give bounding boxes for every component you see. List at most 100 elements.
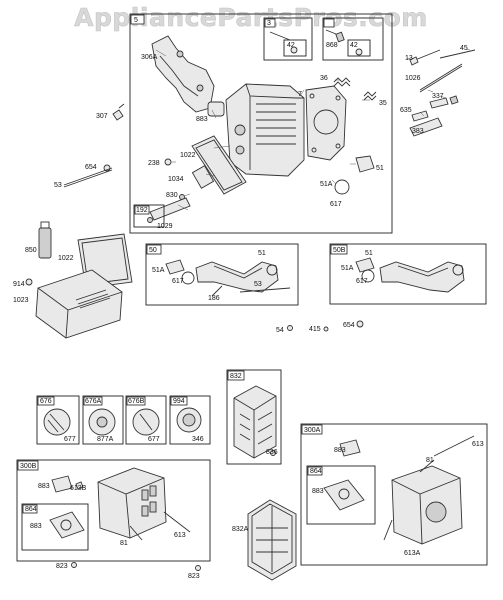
exhaust-manifold-icon	[379, 261, 465, 293]
o-ring-icon	[334, 179, 350, 195]
head-assembly-box	[129, 13, 393, 234]
svg-text:383: 383	[412, 128, 424, 135]
svg-text:54: 54	[276, 327, 284, 334]
svg-text:300B: 300B	[20, 463, 37, 470]
gasket-kit-864-box	[306, 465, 376, 525]
svg-text:677: 677	[148, 436, 160, 443]
gasket-icon	[165, 259, 185, 275]
guard-832-group: 832 836	[226, 369, 282, 465]
svg-text:3: 3	[267, 20, 271, 27]
deflector-994-box	[169, 395, 211, 445]
valve-keeper-icon	[269, 29, 363, 56]
svg-text:654: 654	[85, 164, 97, 171]
muffler-icon	[391, 465, 463, 545]
gasket-icon	[49, 511, 85, 539]
svg-text:883: 883	[30, 523, 42, 530]
gasket-icon	[323, 479, 365, 511]
muffler-icon	[97, 467, 167, 539]
gasket-icon	[355, 257, 375, 273]
svg-text:864: 864	[310, 468, 322, 475]
muffler-300b-box	[16, 459, 211, 562]
stud-icon	[239, 287, 291, 293]
svg-text:883: 883	[334, 447, 346, 454]
svg-text:306A: 306A	[141, 54, 158, 61]
loose-fasteners-group: 54 415 654	[276, 320, 364, 334]
rocker-cover-icon	[35, 269, 123, 339]
svg-text:1029: 1029	[157, 223, 173, 230]
muffler-300a-box	[300, 423, 488, 566]
muffler-guard-icon	[233, 385, 277, 459]
svg-text:830: 830	[166, 192, 178, 199]
svg-text:186: 186	[208, 295, 220, 302]
svg-text:1022: 1022	[58, 255, 74, 262]
guard-832-box	[226, 369, 282, 465]
muffler-300b-group: 300B 864 883 613B 883 81 613	[16, 459, 211, 562]
muffler-guard-icon	[247, 499, 297, 581]
svg-text:868: 868	[326, 42, 338, 49]
svg-text:1026: 1026	[405, 75, 421, 82]
valve-guide-icon	[429, 97, 449, 109]
kit-192-box	[133, 204, 165, 228]
gasket-icon	[207, 101, 225, 117]
svg-text:50: 50	[149, 247, 157, 254]
valve-seal-kit-box	[322, 17, 384, 61]
breather-tube-icon	[149, 197, 191, 221]
bolt-icon	[419, 459, 435, 473]
svg-text:42: 42	[350, 42, 358, 49]
svg-text:914: 914	[13, 281, 25, 288]
bracket-icon	[383, 519, 393, 541]
exhaust-manifold-icon	[195, 261, 279, 293]
svg-text:654: 654	[343, 322, 355, 329]
sealant-tube-icon	[38, 227, 52, 259]
o-ring-icon	[361, 269, 375, 283]
washer-icon	[25, 278, 33, 286]
svg-text:35: 35	[379, 100, 387, 107]
gasket-kit-864-box	[21, 503, 89, 551]
svg-text:635: 635	[400, 107, 412, 114]
gasket-icon	[339, 439, 361, 457]
svg-text:677: 677	[64, 436, 76, 443]
svg-text:337: 337	[432, 93, 444, 100]
air-guide-shroud-icon	[151, 35, 215, 113]
manifold-50b-group: 50B 51 51A 617	[329, 243, 487, 305]
bolt-icon	[211, 285, 223, 297]
svg-text:238: 238	[148, 160, 160, 167]
svg-text:877A: 877A	[97, 436, 114, 443]
svg-text:53: 53	[54, 182, 62, 189]
svg-text:883: 883	[196, 116, 208, 123]
svg-text:883: 883	[312, 488, 324, 495]
svg-text:836: 836	[266, 449, 278, 456]
valve-icon	[414, 49, 441, 61]
svg-text:7: 7	[298, 91, 302, 98]
deflector-676b-box	[125, 395, 167, 445]
svg-text:346: 346	[192, 436, 204, 443]
svg-text:994: 994	[173, 398, 185, 405]
rocker-gasket-icon	[191, 135, 247, 195]
svg-text:613A: 613A	[404, 550, 421, 557]
valve-train-group: 13 45 1026 337 635 383	[400, 45, 476, 137]
svg-text:832A: 832A	[232, 526, 249, 533]
svg-text:1023: 1023	[13, 297, 29, 304]
valve-spring-icon	[333, 77, 377, 101]
svg-text:51A: 51A	[152, 267, 165, 274]
svg-text:617: 617	[172, 278, 184, 285]
svg-text:42: 42	[287, 42, 295, 49]
manifold-50b-box	[329, 243, 487, 305]
svg-text:850: 850	[25, 247, 37, 254]
svg-text:1034: 1034	[168, 176, 184, 183]
bottom-loose-parts-group: 823 823 832A	[56, 499, 297, 581]
box-label-5: 5	[134, 17, 138, 24]
svg-text:676A: 676A	[85, 398, 102, 405]
valve-icon	[439, 49, 476, 59]
svg-text:192: 192	[136, 207, 148, 214]
svg-text:676B: 676B	[128, 398, 145, 405]
svg-text:823: 823	[188, 573, 200, 580]
head-gasket-icon	[305, 85, 347, 161]
deflector-676a-box	[82, 395, 124, 445]
svg-text:51: 51	[258, 250, 266, 257]
deflectors-group: 676 677 676A 877A 676B 677 994 346	[36, 395, 211, 445]
svg-text:53: 53	[254, 281, 262, 288]
svg-text:617: 617	[330, 201, 342, 208]
svg-text:81: 81	[426, 457, 434, 464]
